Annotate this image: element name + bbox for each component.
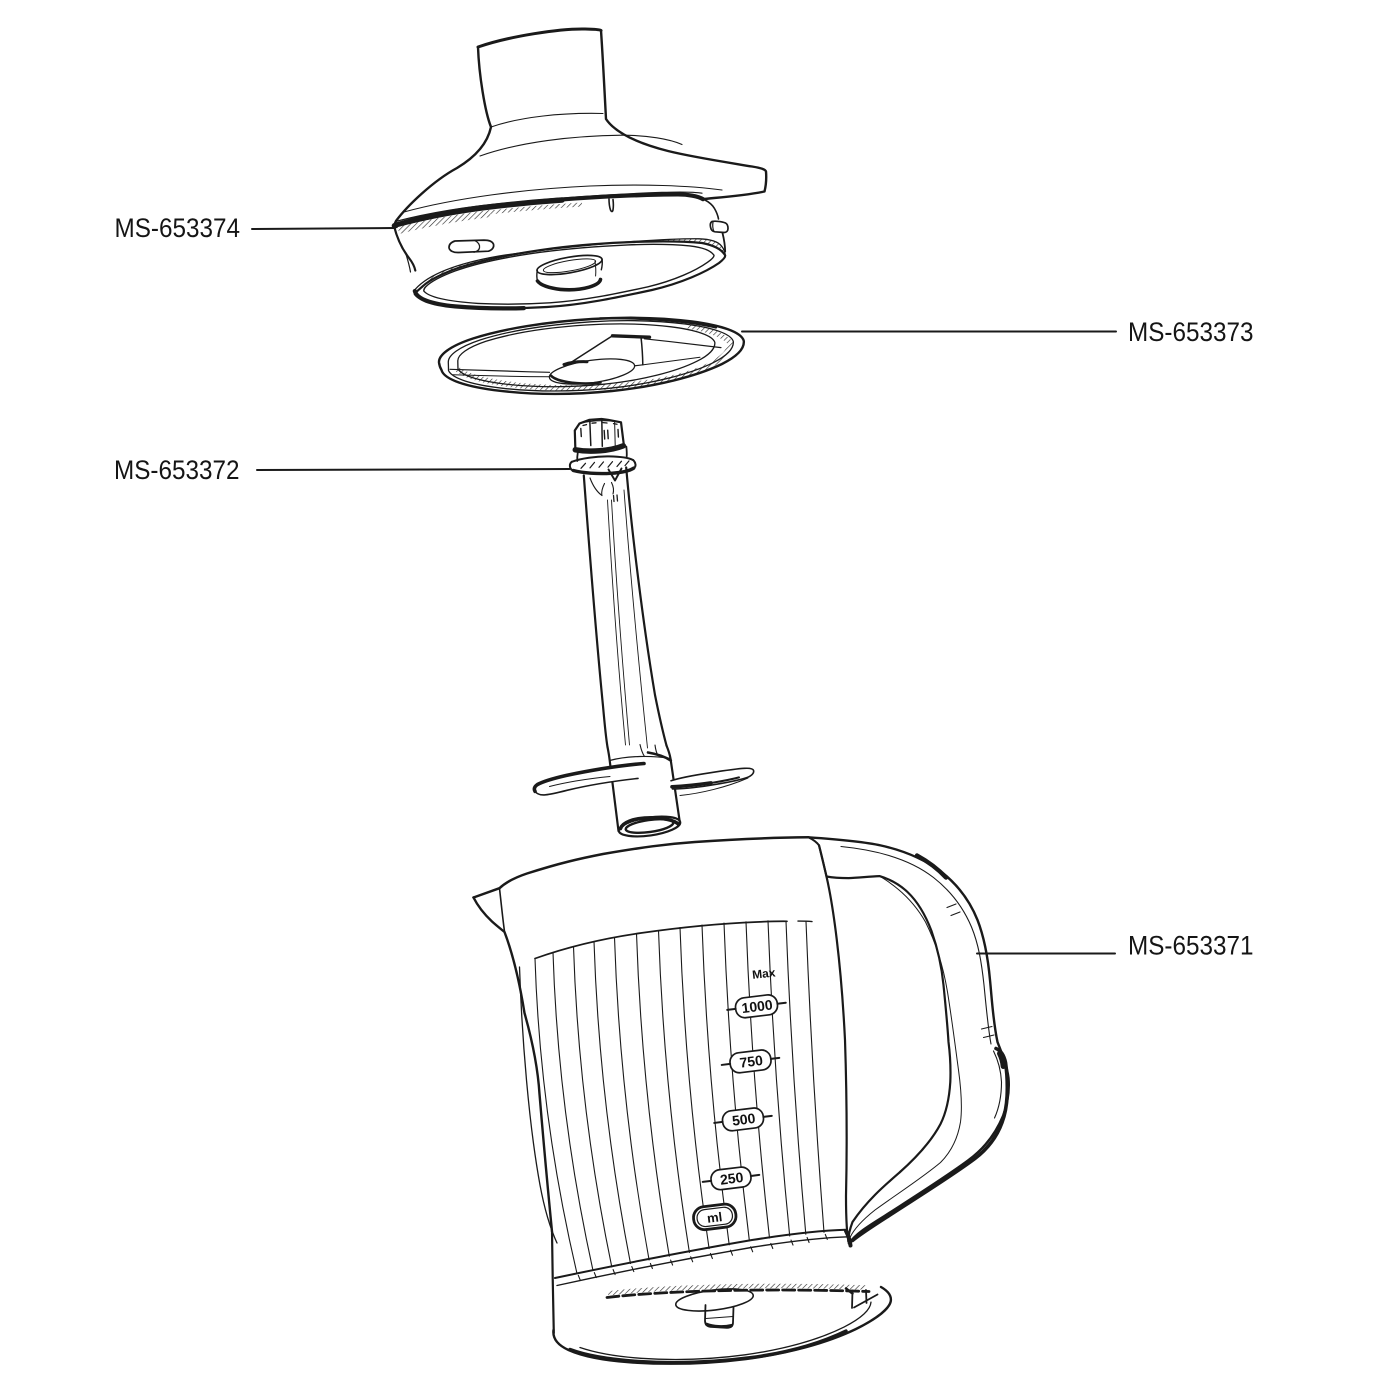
svg-text:250: 250	[719, 1169, 744, 1188]
svg-text:Max: Max	[751, 965, 776, 981]
svg-text:500: 500	[731, 1110, 756, 1129]
svg-text:MS-653374: MS-653374	[115, 213, 241, 243]
svg-text:1000: 1000	[741, 996, 774, 1016]
svg-text:MS-653372: MS-653372	[114, 455, 240, 485]
svg-text:MS-653373: MS-653373	[1128, 317, 1254, 347]
svg-text:ml: ml	[706, 1209, 723, 1226]
svg-text:750: 750	[739, 1052, 764, 1071]
svg-text:MS-653371: MS-653371	[1128, 931, 1254, 961]
